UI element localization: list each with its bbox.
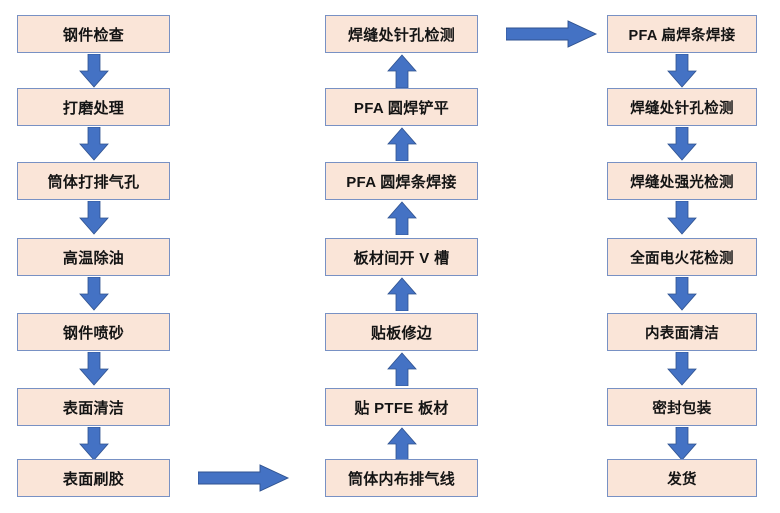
node-label: 筒体打排气孔 [47,173,140,191]
arrow-down-icon [664,427,700,461]
process-node-pfa-round-rod-welding[interactable]: PFA 圆焊条焊接 [325,162,478,200]
process-column-1: 钢件检查 打磨处理 筒体打排气孔 高温除油 钢件喷砂 表面清洁 表面刷胶 [17,0,170,513]
process-node-internal-vent-lines[interactable]: 筒体内布排气线 [325,459,478,497]
node-label: 贴板修边 [370,324,433,342]
arrow-up-icon [384,427,420,461]
arrow-down-icon [664,201,700,235]
process-node-weld-pinhole-test-1[interactable]: 焊缝处针孔检测 [325,15,478,53]
node-label: 全面电火花检测 [630,250,734,267]
node-label: 板材间开 V 槽 [353,249,450,267]
connector-col1-to-col2 [198,462,290,494]
arrow-down-icon [76,427,112,461]
node-label: 打磨处理 [62,99,125,117]
process-node-degreasing[interactable]: 高温除油 [17,238,170,276]
arrow-down-icon [664,277,700,311]
node-label: 密封包装 [652,400,712,417]
arrow-down-icon [76,201,112,235]
node-label: 表面清洁 [62,399,125,417]
node-label: 焊缝处强光检测 [630,174,734,191]
process-node-surface-gluing[interactable]: 表面刷胶 [17,459,170,497]
arrow-up-icon [384,201,420,235]
node-label: 内表面清洁 [645,325,719,342]
arrow-down-icon [664,352,700,386]
process-node-grinding[interactable]: 打磨处理 [17,88,170,126]
node-label: 发货 [667,471,697,488]
arrow-down-icon [664,127,700,161]
process-node-spark-test[interactable]: 全面电火花检测 [607,238,757,276]
arrow-up-icon [384,127,420,161]
node-label: 焊缝处针孔检测 [347,26,456,44]
arrow-down-icon [76,352,112,386]
process-node-pfa-round-weld-shave[interactable]: PFA 圆焊铲平 [325,88,478,126]
arrow-up-icon [384,277,420,311]
process-node-panel-trimming[interactable]: 贴板修边 [325,313,478,351]
process-node-pfa-flat-rod-welding[interactable]: PFA 扁焊条焊接 [607,15,757,53]
connector-col2-to-col3 [506,18,598,50]
node-label: 钢件喷砂 [62,324,125,342]
process-node-v-groove[interactable]: 板材间开 V 槽 [325,238,478,276]
process-node-ptfe-sheet-bonding[interactable]: 贴 PTFE 板材 [325,388,478,426]
process-node-weld-pinhole-test-2[interactable]: 焊缝处针孔检测 [607,88,757,126]
process-node-steel-inspection[interactable]: 钢件检查 [17,15,170,53]
process-column-3: PFA 扁焊条焊接 焊缝处针孔检测 焊缝处强光检测 全面电火花检测 内表面清洁 … [607,0,757,513]
arrow-up-icon [384,54,420,88]
process-node-shipment[interactable]: 发货 [607,459,757,497]
arrow-down-icon [664,54,700,88]
node-label: PFA 扁焊条焊接 [628,27,736,44]
arrow-up-icon [384,352,420,386]
node-label: 焊缝处针孔检测 [630,100,734,117]
process-column-2: 焊缝处针孔检测 PFA 圆焊铲平 PFA 圆焊条焊接 板材间开 V 槽 贴板修边… [325,0,478,513]
node-label: 贴 PTFE 板材 [354,399,449,417]
process-node-weld-strong-light-test[interactable]: 焊缝处强光检测 [607,162,757,200]
process-node-sealed-packaging[interactable]: 密封包装 [607,388,757,426]
process-node-sandblasting[interactable]: 钢件喷砂 [17,313,170,351]
node-label: 钢件检查 [62,26,125,44]
arrow-down-icon [76,54,112,88]
node-label: 表面刷胶 [62,470,125,488]
process-node-inner-surface-cleaning[interactable]: 内表面清洁 [607,313,757,351]
node-label: 高温除油 [62,249,125,267]
node-label: PFA 圆焊条焊接 [346,173,457,191]
process-node-surface-cleaning[interactable]: 表面清洁 [17,388,170,426]
arrow-down-icon [76,277,112,311]
node-label: PFA 圆焊铲平 [353,99,450,117]
arrow-down-icon [76,127,112,161]
node-label: 筒体内布排气线 [347,470,456,488]
process-node-vent-holes[interactable]: 筒体打排气孔 [17,162,170,200]
